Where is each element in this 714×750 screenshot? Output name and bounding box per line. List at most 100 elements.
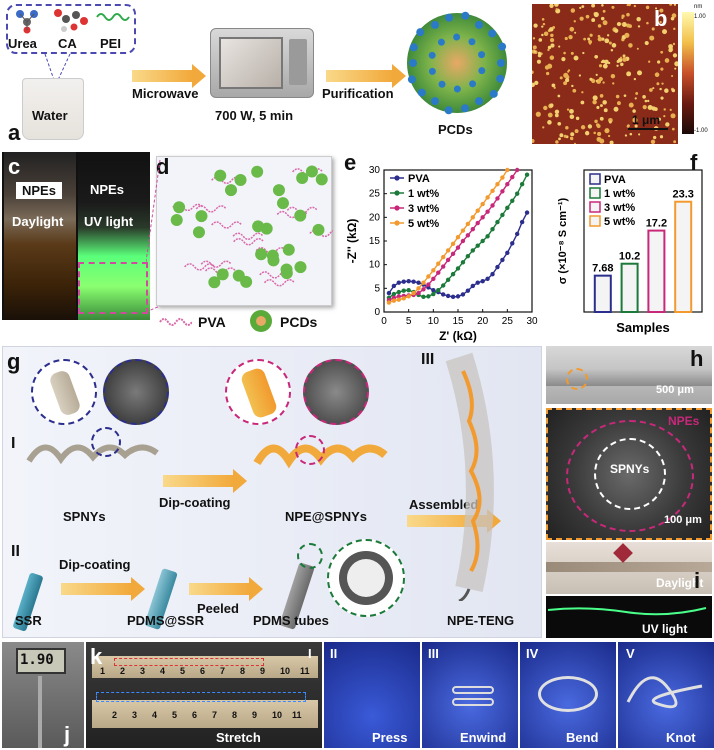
x-tick-label: 5 <box>406 316 412 327</box>
afm-particle <box>610 49 614 52</box>
afm-particle <box>659 135 664 139</box>
label-npe-teng: NPE-TENG <box>447 613 515 628</box>
pcd-dot <box>195 210 208 223</box>
series-point <box>519 182 525 187</box>
afm-particle <box>570 51 574 55</box>
afm-particle <box>543 31 549 37</box>
roman-ii: II <box>11 543 20 560</box>
afm-particle <box>597 131 602 137</box>
x-tick-label: 10 <box>428 316 440 327</box>
afm-particle <box>587 37 591 41</box>
legend-label: 5 wt% <box>408 218 439 230</box>
afm-particle <box>637 25 641 28</box>
series-point <box>460 260 466 265</box>
afm-particle <box>551 83 556 88</box>
series-point <box>426 274 431 279</box>
y-tick-label: 15 <box>369 236 381 247</box>
afm-particle <box>541 18 545 21</box>
colorbar-max: 1.00 <box>694 14 706 20</box>
series-point <box>485 209 490 214</box>
series-point <box>406 279 411 284</box>
afm-particle <box>589 33 593 37</box>
ruler-number: 9 <box>260 666 266 676</box>
bar <box>674 200 693 313</box>
series-point <box>510 241 515 246</box>
afm-particle <box>612 82 615 85</box>
bar <box>620 262 639 313</box>
bar <box>593 274 612 314</box>
series-point <box>465 221 471 227</box>
panel-d: d PVA PCDs <box>146 152 341 342</box>
afm-particle <box>664 88 669 93</box>
afm-particle <box>623 94 627 97</box>
series-point <box>386 300 392 305</box>
panel-j: 1.90 j <box>2 642 84 748</box>
label-uv-i: UV light <box>642 622 688 636</box>
series-point <box>455 294 461 299</box>
series-point <box>416 280 421 285</box>
label-dip-coating-2: Dip-coating <box>59 557 131 572</box>
series-point <box>524 172 530 177</box>
panel-label-b: b <box>654 6 668 31</box>
spnys-spring-icon <box>26 444 159 465</box>
afm-particle <box>533 23 538 28</box>
ruler-number: 2 <box>120 666 126 676</box>
caliper-readout: 1.90 <box>20 652 54 668</box>
ruler-number: 6 <box>200 666 206 676</box>
pcd-surface-dot <box>468 38 476 46</box>
afm-particle <box>591 4 596 8</box>
series-point <box>396 289 401 295</box>
afm-particle <box>554 4 559 7</box>
action-bend: Bend <box>566 730 599 745</box>
afm-particle <box>580 100 585 105</box>
pcd-legend-icon <box>250 310 272 332</box>
reagent-label-pei: PEI <box>100 36 121 51</box>
afm-particle <box>649 88 653 92</box>
pcd-surface-dot <box>438 80 446 88</box>
bar-value-label: 10.2 <box>619 251 640 263</box>
afm-particle <box>584 130 590 136</box>
pcd-dot <box>280 267 293 280</box>
series-point <box>475 208 480 213</box>
legend-label: 1 wt% <box>408 188 439 200</box>
ruler-number: 11 <box>292 710 302 720</box>
series-point <box>431 268 436 273</box>
reagent-label-ca: CA <box>58 36 77 51</box>
afm-particle <box>622 57 627 62</box>
series-point <box>475 280 480 285</box>
afm-particle <box>594 119 598 124</box>
pcd-surface-dot <box>428 51 436 59</box>
afm-particle <box>651 106 657 111</box>
spnys-zoom-ring <box>91 427 121 457</box>
afm-particle <box>600 16 605 21</box>
label-npes-sem: NPEs <box>668 414 700 428</box>
afm-particle <box>592 95 598 101</box>
afm-particle <box>610 73 616 79</box>
label-assembled: Assembled <box>409 497 479 512</box>
afm-particle <box>554 113 559 118</box>
panel-label-h: h <box>690 346 704 371</box>
afm-particle <box>607 134 611 138</box>
afm-particle <box>660 96 664 100</box>
reagent-label-urea: Urea <box>8 36 37 51</box>
roman-k-iii: III <box>428 646 439 661</box>
afm-particle <box>597 34 601 38</box>
y-tick-label: 30 <box>369 165 381 176</box>
afm-particle <box>663 114 666 118</box>
pcd-dot <box>315 173 328 186</box>
pcd-surface-dot <box>417 88 426 97</box>
afm-particle <box>672 42 676 46</box>
series-point <box>455 245 461 250</box>
afm-particle <box>632 109 636 113</box>
afm-particle <box>594 54 599 59</box>
afm-particle <box>579 16 584 21</box>
ruler-number: 5 <box>180 666 186 676</box>
afm-particle <box>602 100 607 105</box>
series-point <box>465 233 471 238</box>
series-point <box>465 288 471 293</box>
pcd-dot <box>294 261 307 274</box>
panel-a: Urea CA PEI Water a Microwave 700 W, 5 m… <box>0 0 520 150</box>
afm-particle <box>606 34 610 37</box>
series-point <box>436 288 441 293</box>
afm-particle <box>672 53 678 58</box>
